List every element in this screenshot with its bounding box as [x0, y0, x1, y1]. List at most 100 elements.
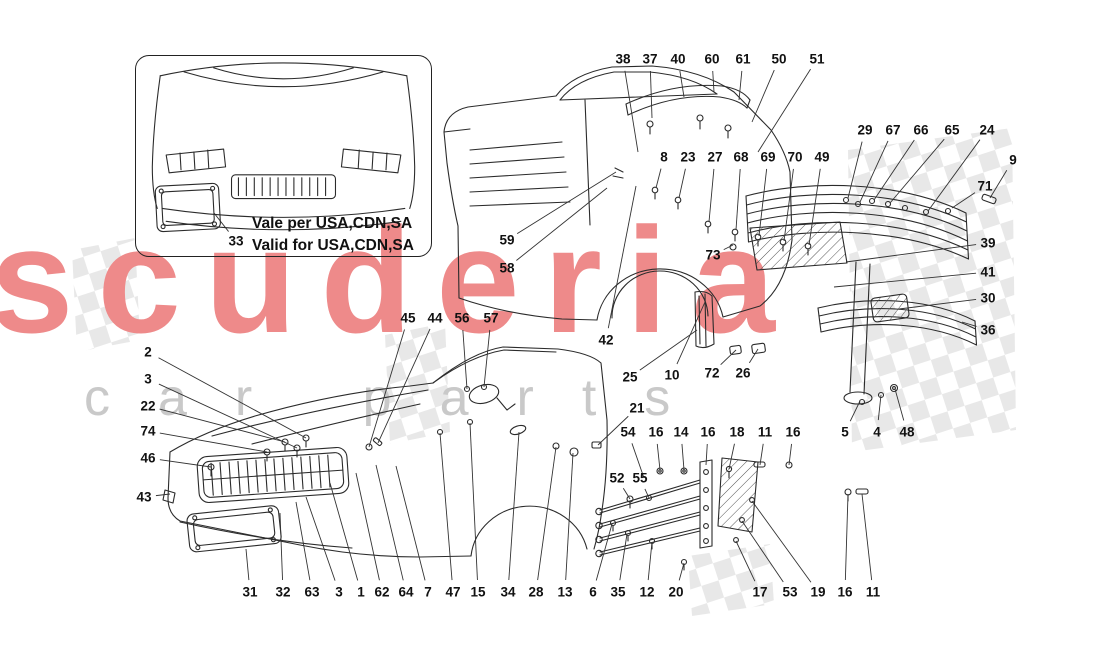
callout-45: 45	[400, 310, 416, 326]
callout-36: 36	[980, 322, 996, 338]
callout-25: 25	[622, 369, 638, 385]
callout-5: 5	[841, 424, 849, 440]
callout-leader-lines	[155, 68, 1008, 583]
validity-note-box: Vale per USA,CDN,SA Valid for USA,CDN,SA	[135, 55, 432, 257]
callout-2: 2	[144, 344, 152, 360]
callout-31: 31	[242, 584, 258, 600]
callout-73: 73	[705, 247, 721, 263]
top-car-line-art	[443, 65, 793, 321]
callout-42: 42	[598, 332, 614, 348]
callout-11: 11	[757, 424, 773, 440]
callout-27: 27	[707, 149, 723, 165]
callout-57: 57	[483, 310, 499, 326]
callout-3: 3	[144, 371, 152, 387]
callout-55: 55	[632, 470, 648, 486]
fastener-row-icons	[651, 186, 812, 256]
callout-16: 16	[648, 424, 664, 440]
validity-line-english: Valid for USA,CDN,SA	[252, 237, 414, 254]
callout-8: 8	[660, 149, 668, 165]
callout-19: 19	[810, 584, 826, 600]
callout-3: 3	[335, 584, 343, 600]
callout-18: 18	[729, 424, 745, 440]
callout-40: 40	[670, 51, 686, 67]
callout-14: 14	[673, 424, 689, 440]
callout-1: 1	[357, 584, 365, 600]
callout-16: 16	[837, 584, 853, 600]
callout-24: 24	[979, 122, 995, 138]
callout-17: 17	[752, 584, 768, 600]
callout-54: 54	[620, 424, 636, 440]
callout-11: 11	[865, 584, 881, 600]
callout-15: 15	[470, 584, 486, 600]
checker-flag-shapes	[72, 128, 1016, 616]
callout-41: 41	[980, 264, 996, 280]
callout-23: 23	[680, 149, 696, 165]
callout-33: 33	[228, 233, 244, 249]
callout-56: 56	[454, 310, 470, 326]
callout-12: 12	[639, 584, 655, 600]
callout-64: 64	[398, 584, 414, 600]
callout-13: 13	[557, 584, 573, 600]
callout-72: 72	[704, 365, 720, 381]
callout-39: 39	[980, 235, 996, 251]
callout-9: 9	[1009, 152, 1017, 168]
callout-62: 62	[374, 584, 390, 600]
callout-71: 71	[977, 178, 993, 194]
bumper-end-piece-part	[694, 290, 766, 355]
rear-bumper-part	[729, 184, 997, 271]
bottom-car-line-art	[167, 346, 608, 558]
watermark-carparts-text: car parts	[84, 369, 719, 427]
callout-7: 7	[424, 584, 432, 600]
callout-58: 58	[499, 260, 515, 276]
callout-67: 67	[885, 122, 901, 138]
callout-32: 32	[275, 584, 291, 600]
callout-43: 43	[136, 489, 152, 505]
callout-22: 22	[140, 398, 156, 414]
front-fastener-icons	[162, 434, 383, 504]
callout-59: 59	[499, 232, 515, 248]
callout-70: 70	[787, 149, 803, 165]
callout-46: 46	[140, 450, 156, 466]
callout-30: 30	[980, 290, 996, 306]
callout-6: 6	[589, 584, 597, 600]
callout-61: 61	[735, 51, 751, 67]
callout-69: 69	[760, 149, 776, 165]
callout-4: 4	[873, 424, 881, 440]
callout-53: 53	[782, 584, 798, 600]
callout-21: 21	[629, 400, 645, 416]
callout-28: 28	[528, 584, 544, 600]
callout-52: 52	[609, 470, 625, 486]
callout-51: 51	[809, 51, 825, 67]
plate-bracket-sketch	[154, 182, 221, 233]
callout-50: 50	[771, 51, 787, 67]
callout-29: 29	[857, 122, 873, 138]
callout-16: 16	[785, 424, 801, 440]
callout-68: 68	[733, 149, 749, 165]
callout-47: 47	[445, 584, 461, 600]
validity-note-text: Vale per USA,CDN,SA Valid for USA,CDN,SA	[252, 213, 414, 257]
callout-20: 20	[668, 584, 684, 600]
rear-light-bar-part	[625, 84, 751, 139]
callout-38: 38	[615, 51, 631, 67]
callout-26: 26	[735, 365, 751, 381]
front-grille-part	[196, 446, 350, 504]
callout-35: 35	[610, 584, 626, 600]
callout-44: 44	[427, 310, 443, 326]
tube-clip-assembly-part	[591, 441, 869, 571]
rear-bracket-part	[843, 261, 910, 406]
callout-37: 37	[642, 51, 658, 67]
callout-65: 65	[944, 122, 960, 138]
callout-49: 49	[814, 149, 830, 165]
callout-16: 16	[700, 424, 716, 440]
callout-10: 10	[664, 367, 680, 383]
license-plate-frame-part	[186, 505, 282, 553]
callout-66: 66	[913, 122, 929, 138]
validity-line-italian: Vale per USA,CDN,SA	[252, 215, 413, 232]
front-view-car-sketch	[151, 62, 416, 233]
callout-74: 74	[140, 423, 156, 439]
watermark-scuderia-text: scuderia	[0, 196, 799, 364]
callout-34: 34	[500, 584, 516, 600]
